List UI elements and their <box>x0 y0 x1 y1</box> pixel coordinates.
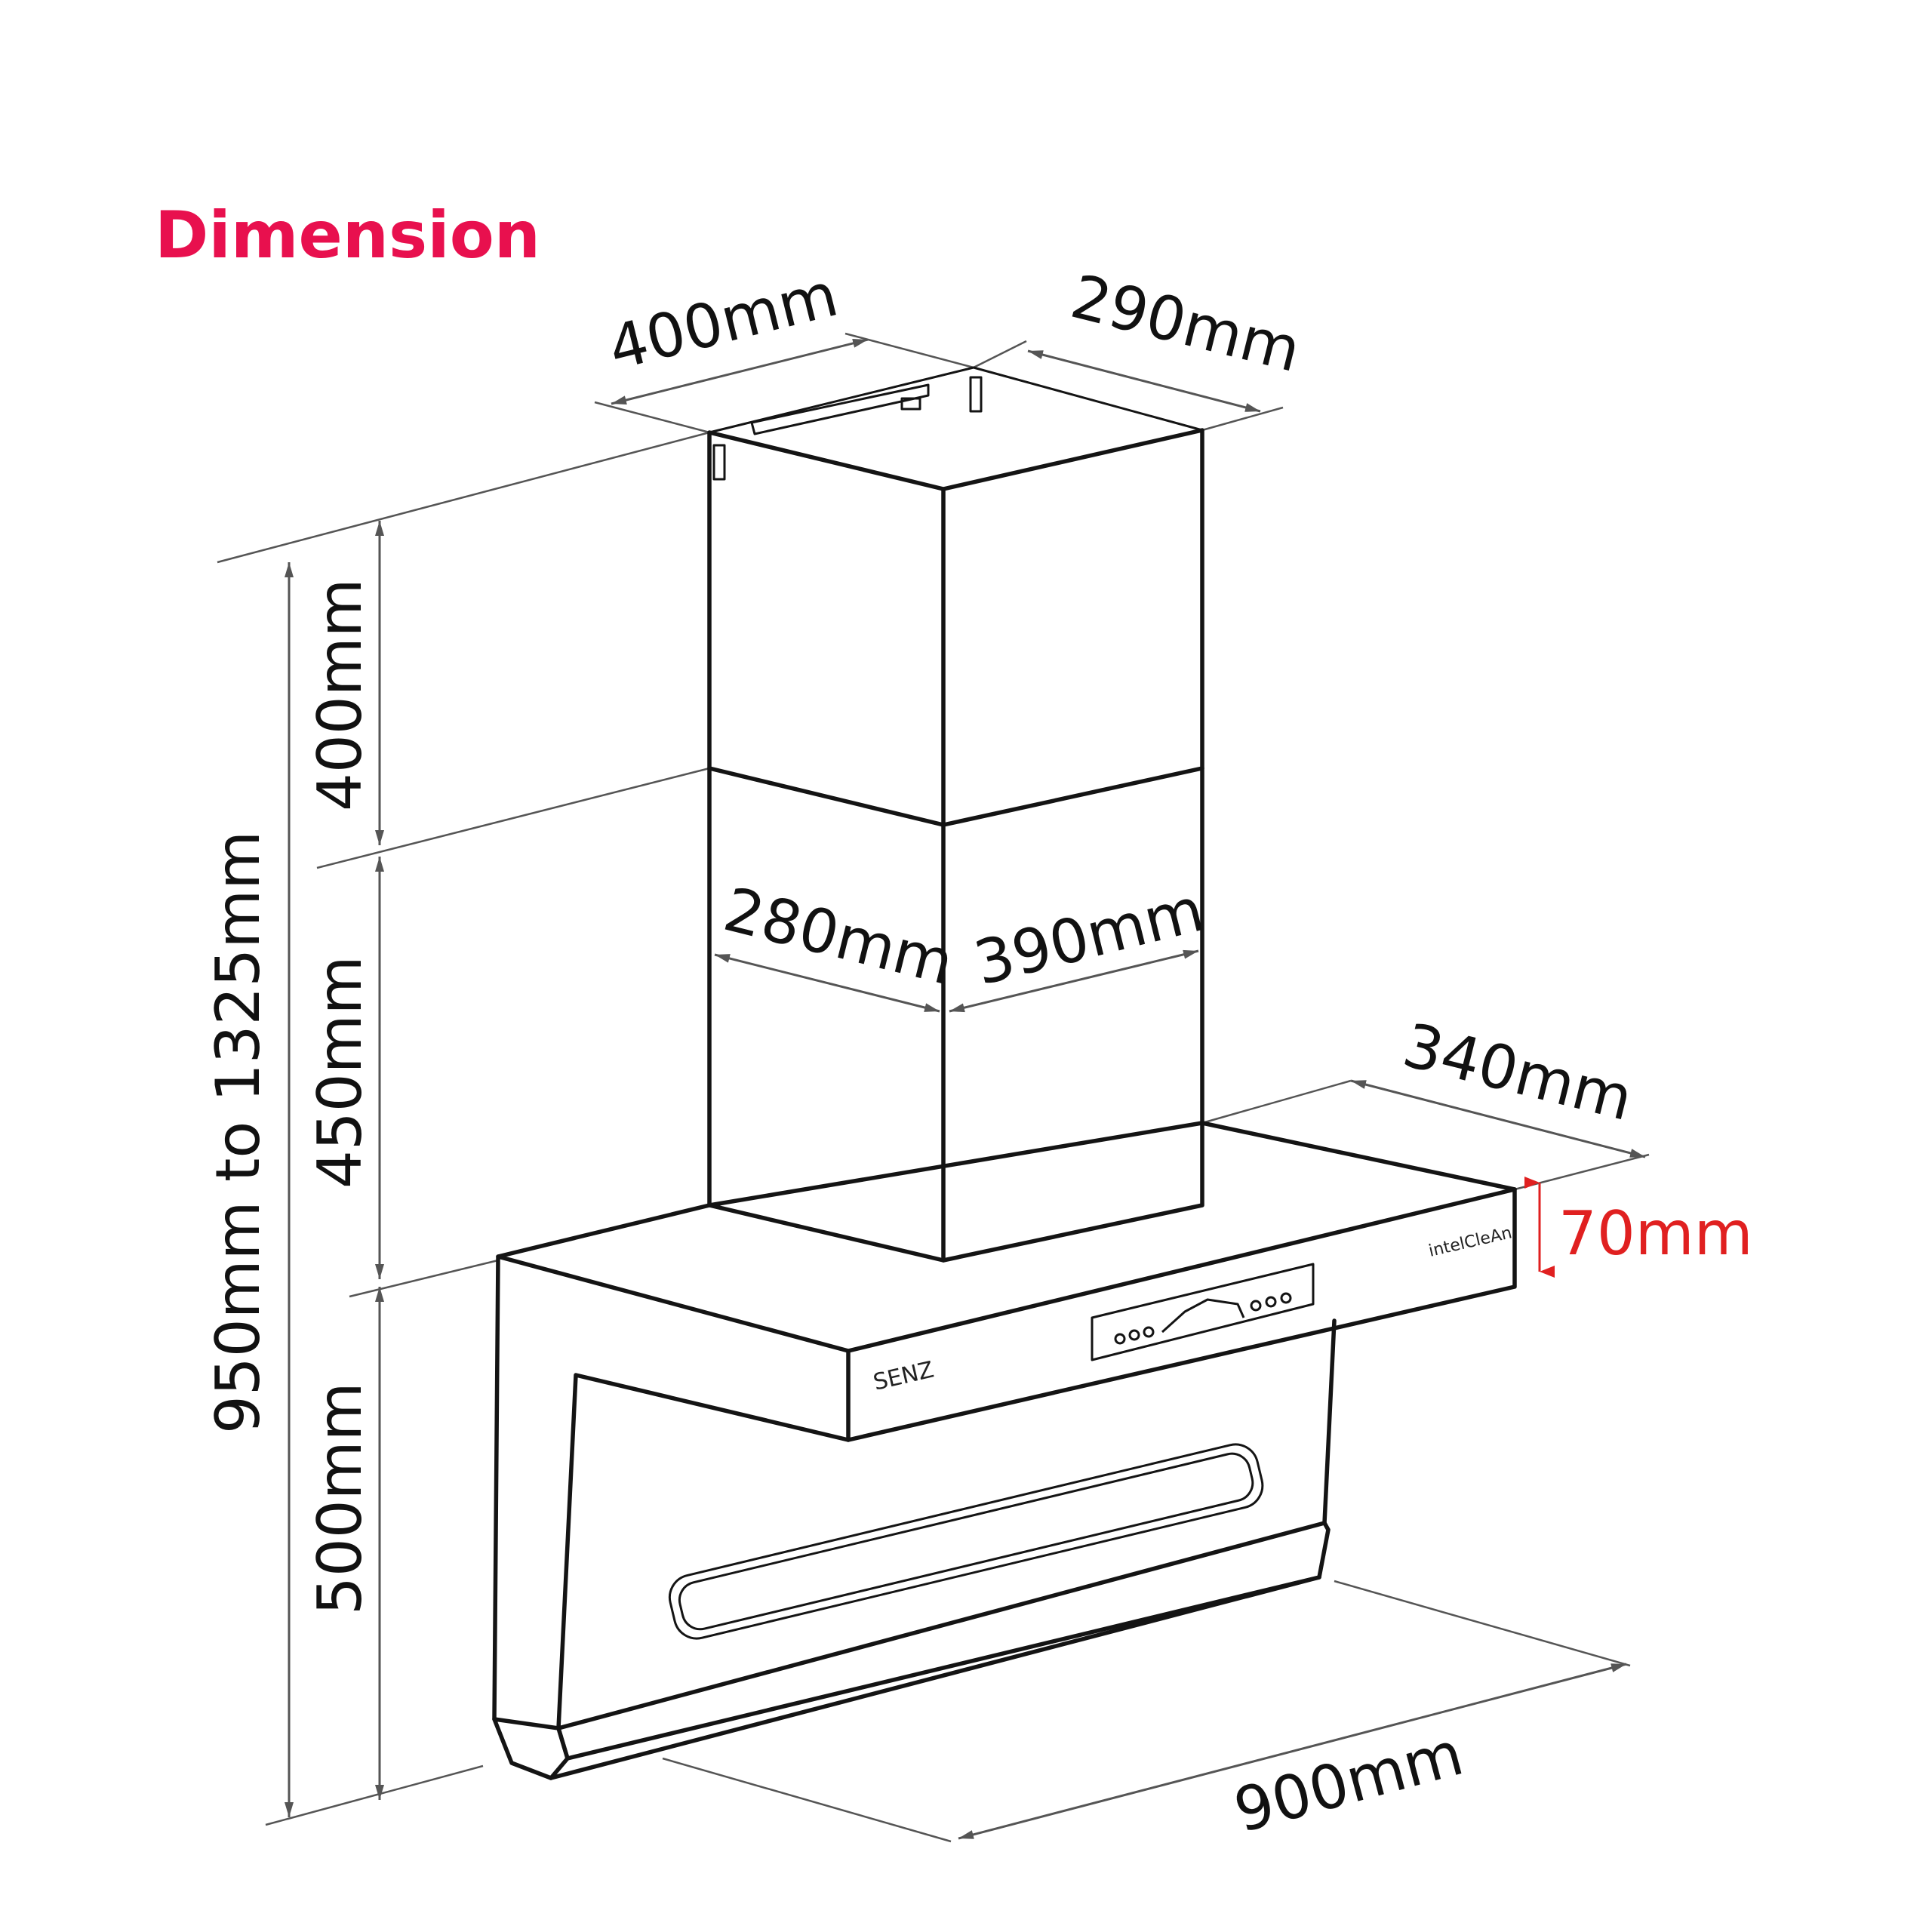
glass-window <box>668 1443 1264 1640</box>
lower-chimney-depth-label: 280mm <box>717 874 960 998</box>
gauge-icon <box>1143 1326 1155 1338</box>
hood-depth-label: 340mm <box>1396 1010 1639 1134</box>
extension-lines <box>217 332 1650 1843</box>
speed-down-icon <box>1128 1329 1140 1341</box>
control-panel <box>1091 1263 1315 1361</box>
lower-chimney-height-label: 450mm <box>305 955 375 1189</box>
hood-thickness-label: 70mm <box>1558 1198 1753 1269</box>
feature-label: intelCleAn <box>1427 1223 1514 1261</box>
body-height-label: 500mm <box>305 1382 375 1615</box>
chimney-top-depth-label: 290mm <box>1064 261 1307 386</box>
power-icon <box>1280 1292 1292 1304</box>
lower-chimney-width-label: 390mm <box>968 875 1211 999</box>
mounting-bracket <box>712 376 983 481</box>
brand-label: SENZ <box>871 1356 937 1395</box>
dimension-lines <box>285 338 1646 1840</box>
chimney <box>707 366 1204 1263</box>
overall-height-label: 950mm to 1325mm <box>203 831 273 1434</box>
page-title: Dimension <box>155 198 541 273</box>
light-icon <box>1250 1300 1262 1312</box>
minus-icon <box>1114 1333 1126 1345</box>
upper-chimney-height-label: 400mm <box>305 578 375 811</box>
hood-body <box>492 1254 1337 1780</box>
clock-icon <box>1265 1296 1277 1308</box>
hood-canopy <box>496 1121 1517 1442</box>
chimney-top-width-label: 400mm <box>601 260 844 384</box>
